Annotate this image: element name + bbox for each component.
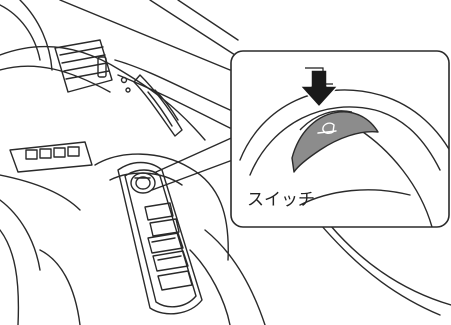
left-cowl [0, 5, 40, 60]
left-cowl-2 [20, 0, 52, 70]
door-bottom-2 [330, 225, 451, 305]
switch-caption: スイッチ [247, 190, 315, 210]
knee-panel [0, 175, 80, 210]
a-pillar-line [150, 0, 235, 55]
callout-leader-top [156, 135, 238, 172]
kick-panel [40, 250, 80, 325]
dashboard-edge [0, 66, 110, 92]
lower-dash [0, 200, 40, 270]
door-trim-upper [115, 60, 230, 110]
callout-box: スイッチ [231, 51, 451, 227]
lower-dash-2 [0, 230, 18, 325]
a-pillar-line-2 [178, 0, 238, 40]
left-switch-bank [10, 142, 92, 172]
dashboard-top [0, 47, 205, 140]
door-pocket [205, 230, 265, 325]
callout-leader-bottom [152, 158, 238, 190]
door-pocket-2 [190, 250, 230, 325]
